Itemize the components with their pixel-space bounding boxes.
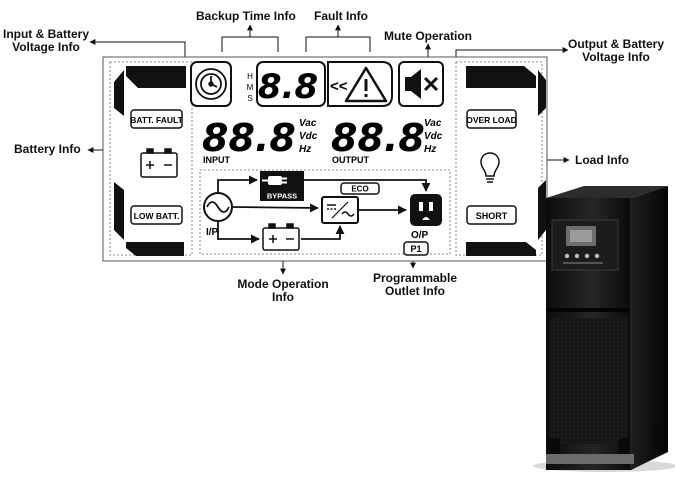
bypass-text: BYPASS	[267, 192, 297, 201]
output-unit-vac: Vac	[424, 118, 442, 129]
output-battery-callout-line2: Voltage Info	[582, 50, 650, 64]
ip-label: I/P	[206, 227, 219, 238]
eco-text: ECO	[351, 185, 368, 194]
time-unit-s: S	[247, 94, 252, 103]
outlet-callout: Programmable Outlet Info	[360, 272, 470, 298]
clock-icon	[195, 68, 227, 100]
battery-callout: Battery Info	[14, 142, 81, 156]
output-battery-callout: Output & Battery Voltage Info	[560, 38, 672, 64]
short-badge	[466, 205, 517, 225]
output-unit-hz: Hz	[424, 144, 436, 155]
short-text: SHORT	[476, 211, 508, 221]
input-unit-vdc: Vdc	[299, 131, 318, 142]
p1-badge	[403, 241, 429, 256]
input-battery-callout: Input & Battery Voltage Info	[0, 28, 92, 54]
mode-callout-line1: Mode Operation	[237, 277, 329, 291]
ups-tower-image	[533, 186, 675, 472]
bypass-badge	[260, 190, 304, 201]
mode-flow-arrows	[217, 175, 431, 244]
output-digits: 88.8	[331, 116, 425, 160]
eco-badge	[340, 182, 380, 195]
output-battery-callout-line1: Output & Battery	[568, 37, 664, 51]
time-digits: 8.8	[258, 67, 318, 107]
p1-text: P1	[410, 244, 421, 254]
speaker-mute-icon	[405, 69, 439, 99]
low-batt-badge	[130, 205, 183, 225]
op-label: O/P	[411, 230, 429, 241]
over-load-badge	[466, 109, 517, 129]
inverter-icon	[321, 196, 359, 224]
input-digits: 88.8	[202, 116, 296, 160]
outlet-callout-line2: Outlet Info	[385, 284, 445, 298]
fault-callout: Fault Info	[314, 9, 368, 23]
load-callout: Load Info	[575, 153, 629, 167]
mode-callout-line2: Info	[272, 290, 294, 304]
sine-wave-icon	[203, 192, 233, 222]
input-label: INPUT	[203, 155, 231, 165]
input-unit-vac: Vac	[299, 118, 317, 129]
time-unit-h: H	[247, 72, 253, 81]
low-batt-text: LOW BATT.	[134, 211, 180, 221]
input-battery-callout-line2: Voltage Info	[12, 40, 80, 54]
input-battery-callout-line1: Input & Battery	[2, 27, 89, 41]
over-load-text: OVER LOAD	[466, 115, 517, 125]
outlet-callout-line1: Programmable	[372, 271, 458, 285]
mode-battery-icon	[262, 223, 300, 251]
mode-flow-box	[199, 169, 451, 255]
batt-fault-badge	[130, 109, 183, 129]
left-battery-gauge	[114, 66, 186, 256]
outlet-icon	[410, 194, 442, 226]
mute-callout: Mute Operation	[384, 29, 473, 43]
bulb-icon	[480, 152, 500, 183]
battery-icon	[140, 148, 178, 178]
warning-icon	[344, 66, 388, 103]
batt-fault-text: BATT. FAULT	[130, 115, 183, 125]
input-unit-hz: Hz	[299, 144, 311, 155]
mode-operation-callout: Mode Operation Info	[228, 278, 338, 304]
output-unit-vdc: Vdc	[424, 131, 443, 142]
right-load-gauge	[466, 66, 546, 256]
backup-time-callout: Backup Time Info	[196, 9, 296, 23]
output-label: OUTPUT	[332, 155, 370, 165]
chevrons-text: <<	[330, 78, 348, 95]
plug-icon	[260, 171, 304, 190]
time-unit-m: M	[247, 83, 254, 92]
